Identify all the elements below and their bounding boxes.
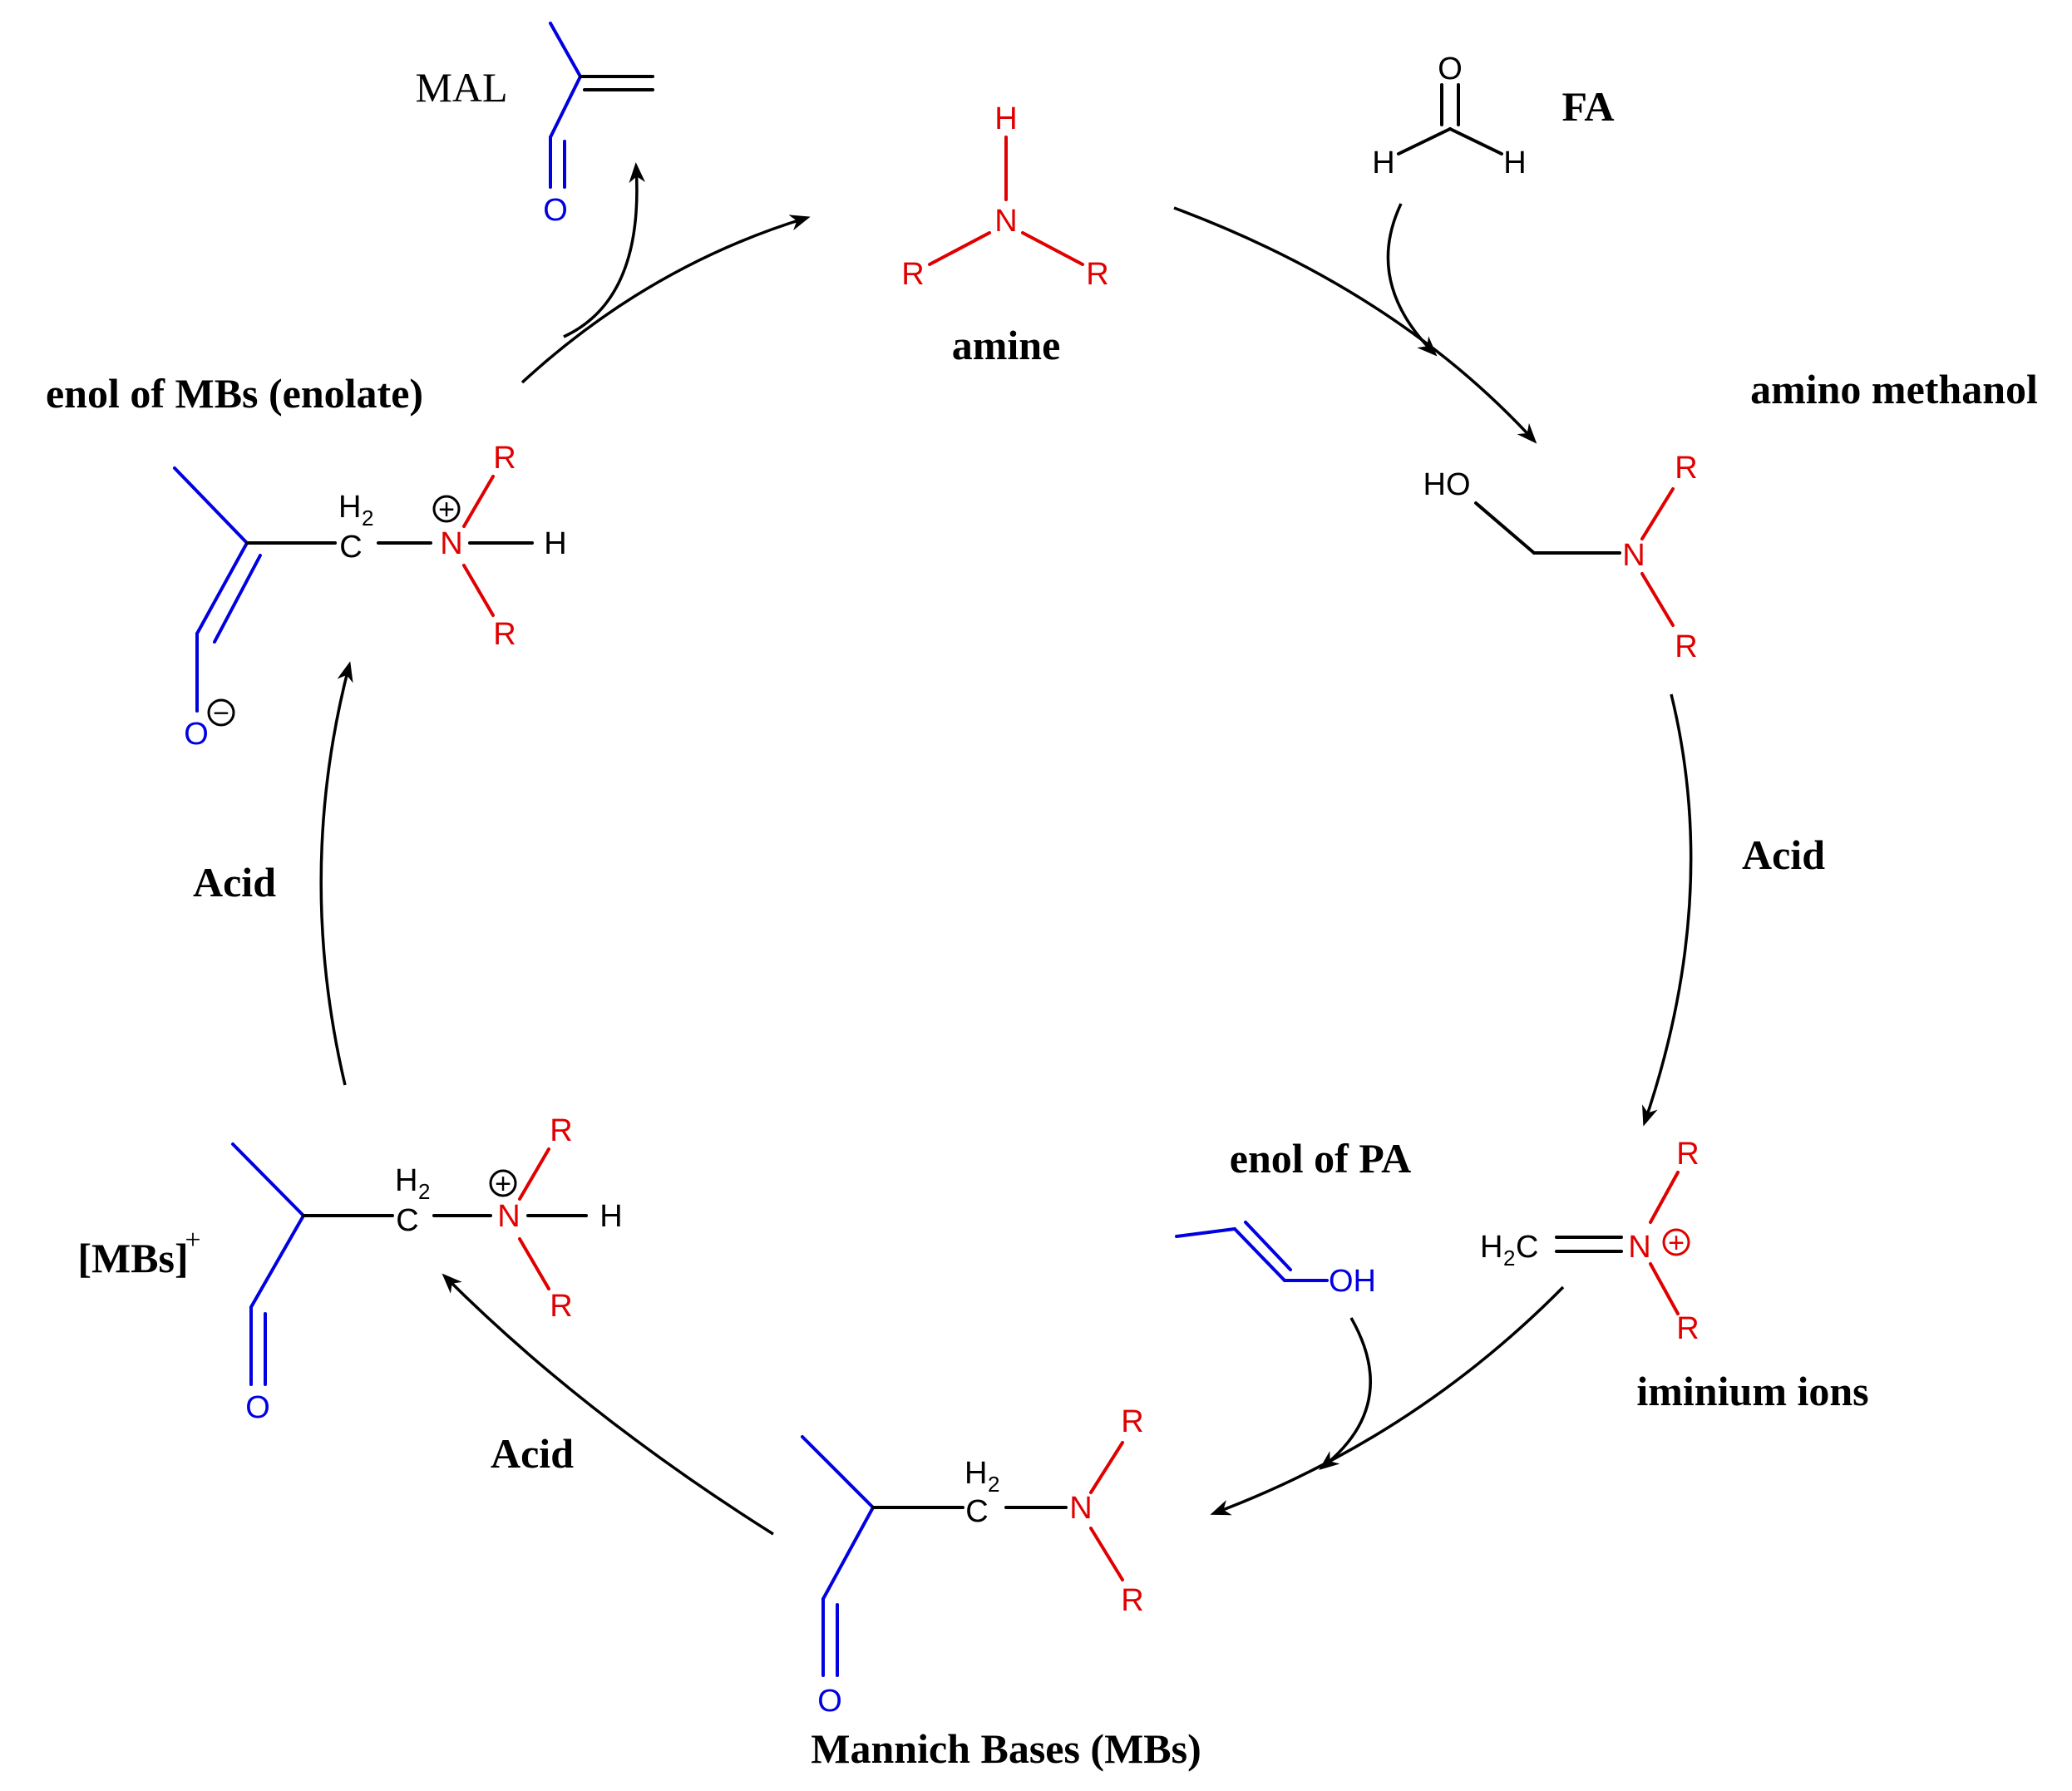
mbs-cation-r2-atom: R [550,1289,572,1324]
enolate-label: enol of MBs (enolate) [46,370,423,417]
mal-label: MAL [415,64,507,111]
mannich-o-atom: O [817,1684,842,1719]
mbs-cation-nh-atom: H [599,1199,622,1234]
enolate-n-atom: N [440,526,462,561]
mbs-cation-h-atom: H [395,1163,417,1198]
amine-n-atom: N [994,204,1017,239]
mal-structure: O [543,22,654,228]
amine-label: amine [952,322,1061,368]
enolate-r1-atom: R [493,441,516,476]
iminium-subscript: 2 [1503,1246,1515,1270]
enolate-o-atom: O [184,717,209,752]
enolate-nh-atom: H [544,526,566,561]
amine-r2-atom: R [1086,257,1108,292]
amino-methanol-label: amino methanol [1750,366,2038,412]
mbs-cation-structure: O H 2 C N + H R R [231,1113,623,1425]
enolate-h-atom: H [338,490,361,525]
mbs-cation-c-atom: C [396,1203,418,1238]
acid-label-bottom: Acid [491,1430,574,1477]
mal-o-atom: O [543,193,568,228]
enolate-c-atom: C [339,530,362,565]
enolate-structure: O − H 2 C N + H R R [173,441,567,752]
mannich-r2-atom: R [1121,1583,1143,1618]
aminomethanol-n-atom: N [1622,538,1645,573]
fa-h1-atom: H [1372,146,1394,180]
iminium-label: iminium ions [1636,1368,1868,1414]
iminium-r1-atom: R [1676,1137,1699,1172]
fa-o-atom: O [1438,52,1463,86]
iminium-positive-charge: + [1668,1227,1685,1259]
arrow-enolate-to-amine [520,215,811,384]
hydroxyl-label: HO [1423,467,1471,502]
mbs-cation-r1-atom: R [550,1113,572,1148]
mbs-cation-n-atom: N [497,1199,520,1234]
mannich-h-atom: H [964,1456,987,1491]
fa-label: FA [1562,83,1615,130]
mannich-subscript: 2 [988,1472,999,1497]
aminomethanol-r1-atom: R [1675,451,1697,486]
iminium-r2-atom: R [1676,1311,1699,1346]
mannich-r1-atom: R [1121,1404,1143,1439]
enolate-positive-charge: + [438,494,455,525]
mannich-n-atom: N [1069,1491,1092,1526]
arrow-mbs-cation-to-enolate [319,661,353,1086]
enolate-subscript: 2 [362,506,373,530]
arrow-amine-to-aminomethanol [1173,206,1537,444]
enol-pa-structure: OH [1175,1221,1376,1299]
mannich-label: Mannich Bases (MBs) [811,1725,1201,1772]
enol-pa-label: enol of PA [1230,1135,1411,1182]
amine-h-atom: H [994,101,1017,136]
arrow-mal-release [563,162,645,338]
enolate-r2-atom: R [493,617,516,652]
iminium-h-atom: H [1480,1230,1502,1265]
mbs-cation-label: [MBs] [77,1235,188,1281]
mannich-c-atom: C [965,1494,988,1529]
arrow-iminium-to-mannich [1210,1285,1565,1516]
acid-label-right: Acid [1742,831,1825,878]
mbs-cation-o-atom: O [245,1390,270,1425]
arrow-enol-pa-entry [1319,1317,1372,1471]
iminium-c-atom: C [1516,1230,1538,1265]
mbs-cation-subscript: 2 [418,1179,430,1204]
mannich-base-structure: O H 2 C N R R [801,1404,1144,1719]
arrow-aminomethanol-to-iminium [1642,693,1693,1127]
acid-label-left: Acid [193,859,276,905]
iminium-structure: H 2 C N + R R [1480,1137,1700,1346]
fa-h2-atom: H [1503,146,1526,180]
arrow-fa-entry [1386,203,1438,357]
enol-pa-oh: OH [1329,1264,1376,1299]
formaldehyde-structure: O H H [1372,52,1526,180]
enolate-negative-charge: − [213,698,229,729]
amine-r1-atom: R [901,257,924,292]
arrow-mannich-to-mbs-cation [442,1273,774,1536]
iminium-n-atom: N [1628,1230,1650,1265]
amino-methanol-structure: HO N R R [1423,451,1698,664]
mbs-cation-positive-charge: + [495,1168,511,1200]
mbs-cation-plus-sign: + [185,1225,200,1256]
amine-structure: H N R R [901,101,1108,292]
aminomethanol-r2-atom: R [1675,629,1697,664]
